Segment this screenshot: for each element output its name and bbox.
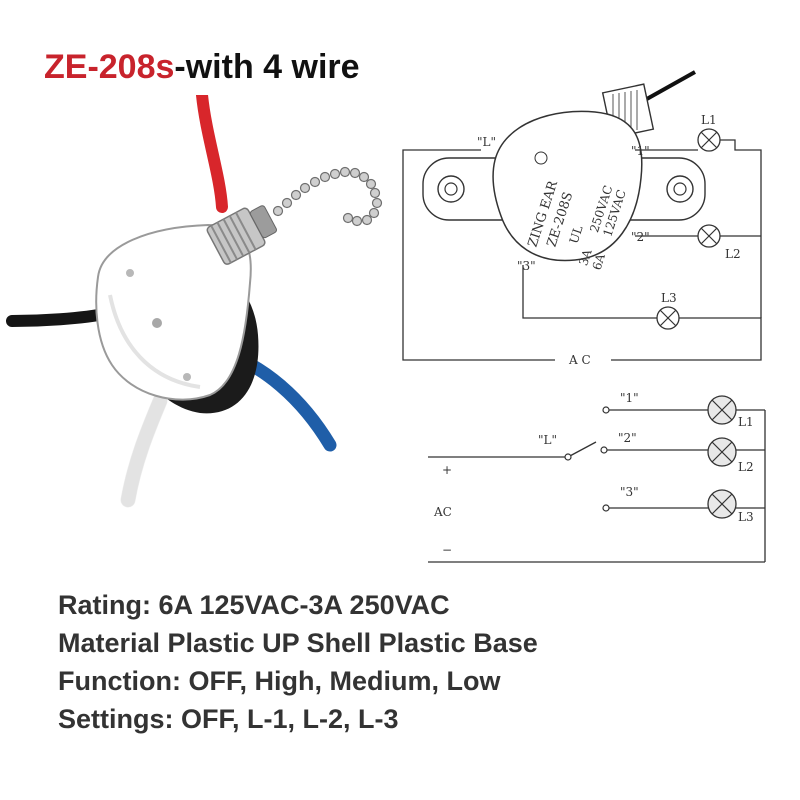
top-lamp-l1-label: L1: [701, 113, 717, 127]
bottom-terminal-1: "1": [620, 391, 639, 405]
top-lamp-l3-label: L3: [661, 291, 677, 305]
top-terminal-2: "2": [631, 230, 650, 244]
top-lamp-l2: [697, 224, 721, 248]
bottom-lamp-l3: [707, 489, 737, 519]
black-wire: [6, 307, 116, 327]
bottom-terminal-l: "L": [538, 433, 557, 447]
top-terminal-1: "1": [631, 144, 650, 158]
title-suffix: -with 4 wire: [174, 48, 360, 86]
bottom-ac-label: AC: [433, 505, 452, 519]
title-model: ZE-208s: [44, 48, 175, 86]
page-title: ZE-208s-with 4 wire: [44, 44, 360, 90]
top-lamp-l3: [656, 306, 680, 330]
top-lamp-l2-label: L2: [725, 247, 741, 261]
switch-amp-3: 3A: [576, 247, 594, 267]
top-ac-label: A C: [568, 353, 591, 367]
bottom-terminal-3: "3": [620, 485, 639, 499]
bottom-plus-sign: +: [442, 463, 452, 477]
bottom-lamp-l2-label: L2: [738, 460, 754, 474]
spec-material: Material Plastic UP Shell Plastic Base: [58, 628, 538, 658]
top-terminal-l: "L": [477, 135, 496, 149]
bottom-minus-sign: −: [442, 543, 452, 557]
bottom-lamp-l2: [707, 437, 737, 467]
spec-settings: Settings: OFF, L-1, L-2, L-3: [58, 704, 399, 734]
specs-block: Rating: 6A 125VAC-3A 250VAC Material Pla…: [58, 586, 778, 738]
bottom-wiring-diagram: "L" "1" "2" "3" L1 L2 L3 + AC −: [428, 391, 766, 563]
switch-body: [492, 110, 643, 262]
switch-ul-mark: UL: [567, 224, 586, 246]
top-wiring-diagram: ZING EAR ZE-208S UL 250VAC 125VAC 3A 6A …: [402, 70, 762, 368]
switch-photo: [6, 95, 383, 508]
switch-amp-6: 6A: [590, 252, 608, 272]
top-terminal-3: "3": [517, 259, 536, 273]
bottom-terminal-2: "2": [618, 431, 637, 445]
white-wire: [121, 394, 167, 507]
bottom-lamp-l3-label: L3: [738, 510, 754, 524]
bottom-lamp-l1-label: L1: [738, 415, 754, 429]
pull-chain: [272, 166, 383, 227]
spec-function: Function: OFF, High, Medium, Low: [58, 666, 501, 696]
top-lamp-l1: [697, 128, 721, 152]
threaded-bushing: [206, 205, 277, 265]
switch-housing: [95, 223, 252, 401]
spec-rating: Rating: 6A 125VAC-3A 250VAC: [58, 590, 450, 620]
red-wire: [196, 95, 228, 213]
bottom-lamp-l1: [707, 395, 737, 425]
